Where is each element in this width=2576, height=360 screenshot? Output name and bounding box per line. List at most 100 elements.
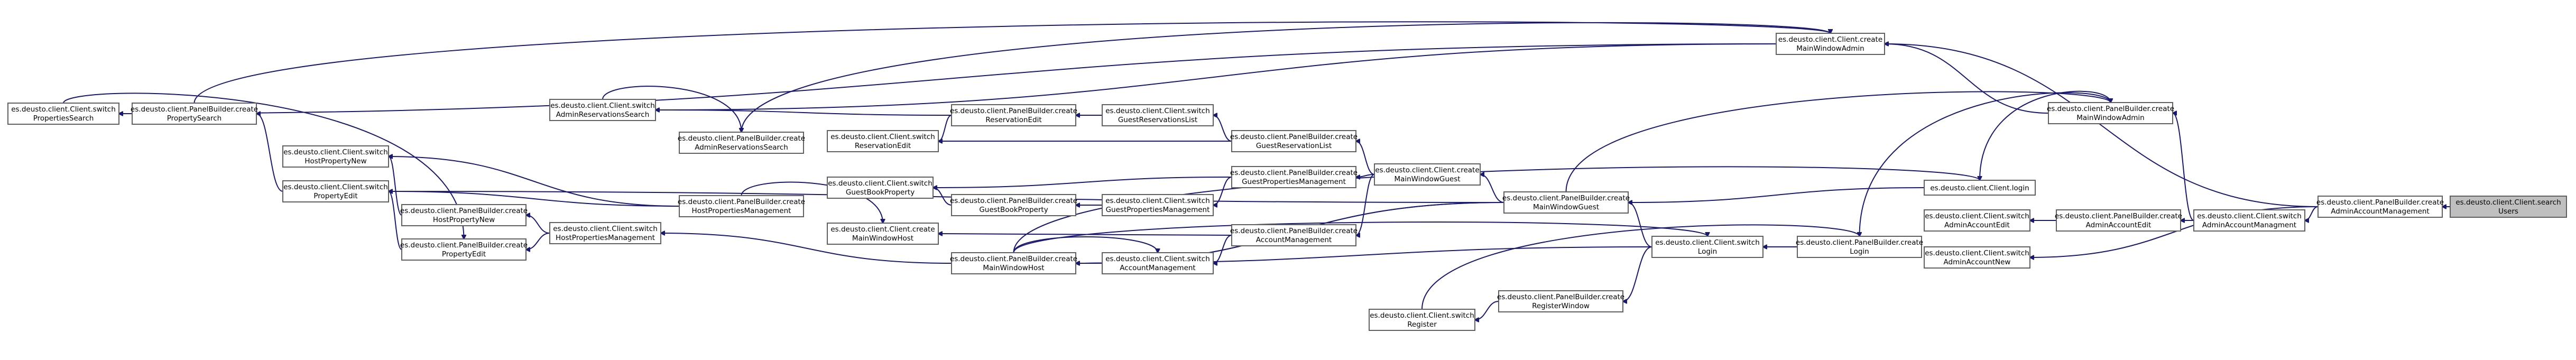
node-switch-properties-search[interactable]: es.deusto.client.Client.switchProperties…: [7, 103, 119, 125]
node-box[interactable]: [2048, 102, 2173, 124]
node-switch-reservation-edit[interactable]: es.deusto.client.Client.switchReservatio…: [827, 130, 939, 152]
node-box[interactable]: [827, 130, 939, 152]
node-label-line1: es.deusto.client.Client.switch: [11, 105, 116, 114]
node-box[interactable]: [679, 195, 804, 217]
node-box[interactable]: [2056, 209, 2181, 232]
node-create-main-window-guest[interactable]: es.deusto.client.Client.createMainWindow…: [1374, 163, 1481, 186]
node-pb-guest-book-property[interactable]: es.deusto.client.PanelBuilder.createGues…: [950, 194, 1077, 216]
node-box[interactable]: [401, 238, 527, 261]
node-label-line2: HostPropertiesManagement: [556, 234, 655, 242]
node-pb-host-properties-mgmt[interactable]: es.deusto.client.PanelBuilder.createHost…: [678, 195, 805, 217]
node-create-main-window-admin[interactable]: es.deusto.client.Client.createMainWindow…: [1776, 33, 1885, 55]
node-label-line2: Login: [1698, 247, 1717, 256]
node-box[interactable]: [1102, 252, 1214, 274]
node-label-line1: es.deusto.client.PanelBuilder.create: [1230, 133, 1358, 141]
node-box[interactable]: [1498, 290, 1623, 312]
node-switch-admin-account-edit[interactable]: es.deusto.client.Client.switchAdminAccou…: [1924, 209, 2030, 232]
node-box[interactable]: [1231, 130, 1356, 152]
node-box[interactable]: [1924, 246, 2030, 269]
node-box[interactable]: [951, 194, 1076, 216]
node-box[interactable]: [1102, 104, 1214, 126]
node-box[interactable]: [1374, 163, 1481, 186]
edge-pb_guest_properties_mgmt-to-switch_guest_book_property: [933, 177, 1232, 188]
node-label-line1: es.deusto.client.Client.switch: [283, 183, 388, 191]
node-pb-main-window-admin[interactable]: es.deusto.client.PanelBuilder.createMain…: [2047, 102, 2174, 124]
node-box[interactable]: [1776, 33, 1885, 55]
node-switch-admin-reservations-search[interactable]: es.deusto.client.Client.switchAdminReser…: [549, 99, 656, 121]
node-label-line2: GuestBookProperty: [979, 206, 1048, 214]
node-label-line2: AdminAccountNew: [1944, 258, 2011, 266]
node-box[interactable]: [1102, 194, 1214, 216]
node-label-line1: es.deusto.client.Client.switch: [283, 148, 388, 156]
node-pb-host-property-new[interactable]: es.deusto.client.PanelBuilder.createHost…: [400, 204, 528, 226]
node-box[interactable]: [282, 145, 389, 168]
node-label-line1: es.deusto.client.PanelBuilder.create: [2055, 212, 2182, 220]
node-pb-login[interactable]: es.deusto.client.PanelBuilder.createLogi…: [1796, 236, 1923, 258]
node-label-line2: GuestPropertiesManagement: [1106, 206, 1210, 214]
edge-switch_login-to-pb_register_window: [1623, 246, 1652, 301]
node-client-login[interactable]: es.deusto.client.Client.login: [1924, 180, 2036, 196]
node-switch-account-mgmt[interactable]: es.deusto.client.Client.switchAccountMan…: [1102, 252, 1214, 274]
node-pb-admin-account-mgmt[interactable]: es.deusto.client.PanelBuilder.createAdmi…: [2316, 196, 2444, 218]
node-pb-reservation-edit[interactable]: es.deusto.client.PanelBuilder.createRese…: [950, 104, 1077, 126]
node-box[interactable]: [1924, 209, 2030, 232]
node-pb-admin-reservations-search[interactable]: es.deusto.client.PanelBuilder.createAdmi…: [678, 132, 805, 154]
node-box[interactable]: [679, 132, 804, 154]
node-box[interactable]: [2193, 209, 2305, 232]
edge-pb_guest_properties_mgmt-to-switch_guest_properties_mgmt: [1213, 177, 1232, 205]
node-box[interactable]: [1651, 236, 1764, 258]
node-label-line2: HostPropertiesManagement: [692, 207, 791, 215]
node-box[interactable]: [1797, 236, 1922, 258]
node-box[interactable]: [1369, 309, 1475, 331]
node-label-line1: es.deusto.client.PanelBuilder.create: [1230, 227, 1358, 235]
node-switch-property-edit[interactable]: es.deusto.client.Client.switchPropertyEd…: [282, 180, 389, 202]
edge-pb_reservation_edit-to-switch_admin_reservations_search: [655, 110, 952, 116]
edge-pb_host_property_new-to-switch_host_property_new: [388, 156, 402, 216]
node-label-line2: HostPropertyNew: [433, 216, 495, 224]
node-box[interactable]: [282, 180, 389, 202]
edge-pb_admin_account_mgmt-to-switch_admin_account_mgmt: [2305, 206, 2319, 220]
node-box[interactable]: [951, 104, 1076, 126]
node-box[interactable]: [1924, 180, 2036, 196]
node-switch-guest-properties-mgmt[interactable]: es.deusto.client.Client.switchGuestPrope…: [1102, 194, 1214, 216]
node-pb-account-mgmt[interactable]: es.deusto.client.PanelBuilder.createAcco…: [1230, 224, 1358, 246]
node-pb-main-window-host[interactable]: es.deusto.client.PanelBuilder.createMain…: [950, 252, 1077, 274]
edge-switch_admin_reservations_search-to-pb_admin_reservations_search: [602, 86, 742, 132]
node-pb-guest-properties-mgmt[interactable]: es.deusto.client.PanelBuilder.createGues…: [1230, 166, 1358, 188]
node-box[interactable]: [1231, 166, 1356, 188]
node-label-line1: es.deusto.client.PanelBuilder.create: [678, 134, 805, 143]
node-box[interactable]: [1231, 224, 1356, 246]
node-box[interactable]: [401, 204, 527, 226]
node-box[interactable]: [1503, 191, 1629, 214]
node-box[interactable]: [951, 252, 1076, 274]
node-box[interactable]: [2450, 196, 2567, 218]
node-switch-admin-account-mgmt[interactable]: es.deusto.client.Client.switchAdminAccou…: [2193, 209, 2305, 232]
node-switch-guest-book-property[interactable]: es.deusto.client.Client.switchGuestBookP…: [827, 177, 934, 199]
node-pb-admin-account-edit[interactable]: es.deusto.client.PanelBuilder.createAdmi…: [2055, 209, 2182, 232]
edge-pb_admin_account_mgmt-to-create_main_window_admin: [1885, 44, 2319, 207]
edge-pb_property_search-to-create_main_window_admin: [193, 21, 1831, 104]
node-switch-host-property-new[interactable]: es.deusto.client.Client.switchHostProper…: [282, 145, 389, 168]
node-switch-admin-account-new[interactable]: es.deusto.client.Client.switchAdminAccou…: [1924, 246, 2030, 269]
edge-pb_login-to-pb_main_window_admin: [1859, 92, 2111, 237]
node-pb-register-window[interactable]: es.deusto.client.PanelBuilder.createRegi…: [1497, 290, 1624, 312]
node-label-line1: es.deusto.client.Client.switch: [1105, 107, 1210, 115]
node-switch-host-properties-mgmt[interactable]: es.deusto.client.Client.switchHostProper…: [549, 222, 661, 244]
node-box[interactable]: [827, 223, 939, 245]
node-box[interactable]: [7, 103, 119, 125]
node-pb-property-search[interactable]: es.deusto.client.PanelBuilder.createProp…: [131, 103, 258, 125]
node-pb-guest-reservation-list[interactable]: es.deusto.client.PanelBuilder.createGues…: [1230, 130, 1358, 152]
node-switch-guest-reservations-list[interactable]: es.deusto.client.Client.switchGuestReser…: [1102, 104, 1214, 126]
node-box[interactable]: [132, 103, 257, 125]
node-pb-main-window-guest[interactable]: es.deusto.client.PanelBuilder.createMain…: [1502, 191, 1630, 214]
node-label-line1: es.deusto.client.Client.switch: [1655, 238, 1760, 247]
node-pb-property-edit[interactable]: es.deusto.client.PanelBuilder.createProp…: [400, 238, 528, 261]
node-box[interactable]: [827, 177, 934, 199]
node-box[interactable]: [549, 99, 656, 121]
node-box[interactable]: [2318, 196, 2443, 218]
node-box[interactable]: [549, 222, 661, 244]
node-create-main-window-host[interactable]: es.deusto.client.Client.createMainWindow…: [827, 223, 939, 245]
